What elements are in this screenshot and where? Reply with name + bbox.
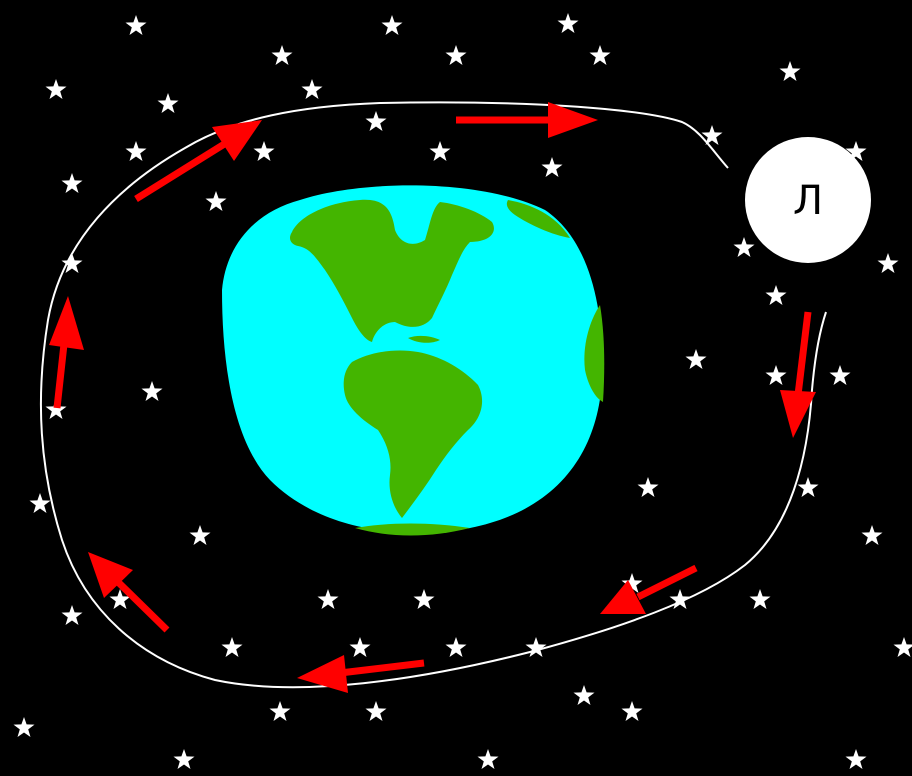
moon-icon: Л — [745, 137, 871, 263]
moon-label: Л — [793, 178, 823, 224]
earth-icon — [222, 185, 604, 535]
